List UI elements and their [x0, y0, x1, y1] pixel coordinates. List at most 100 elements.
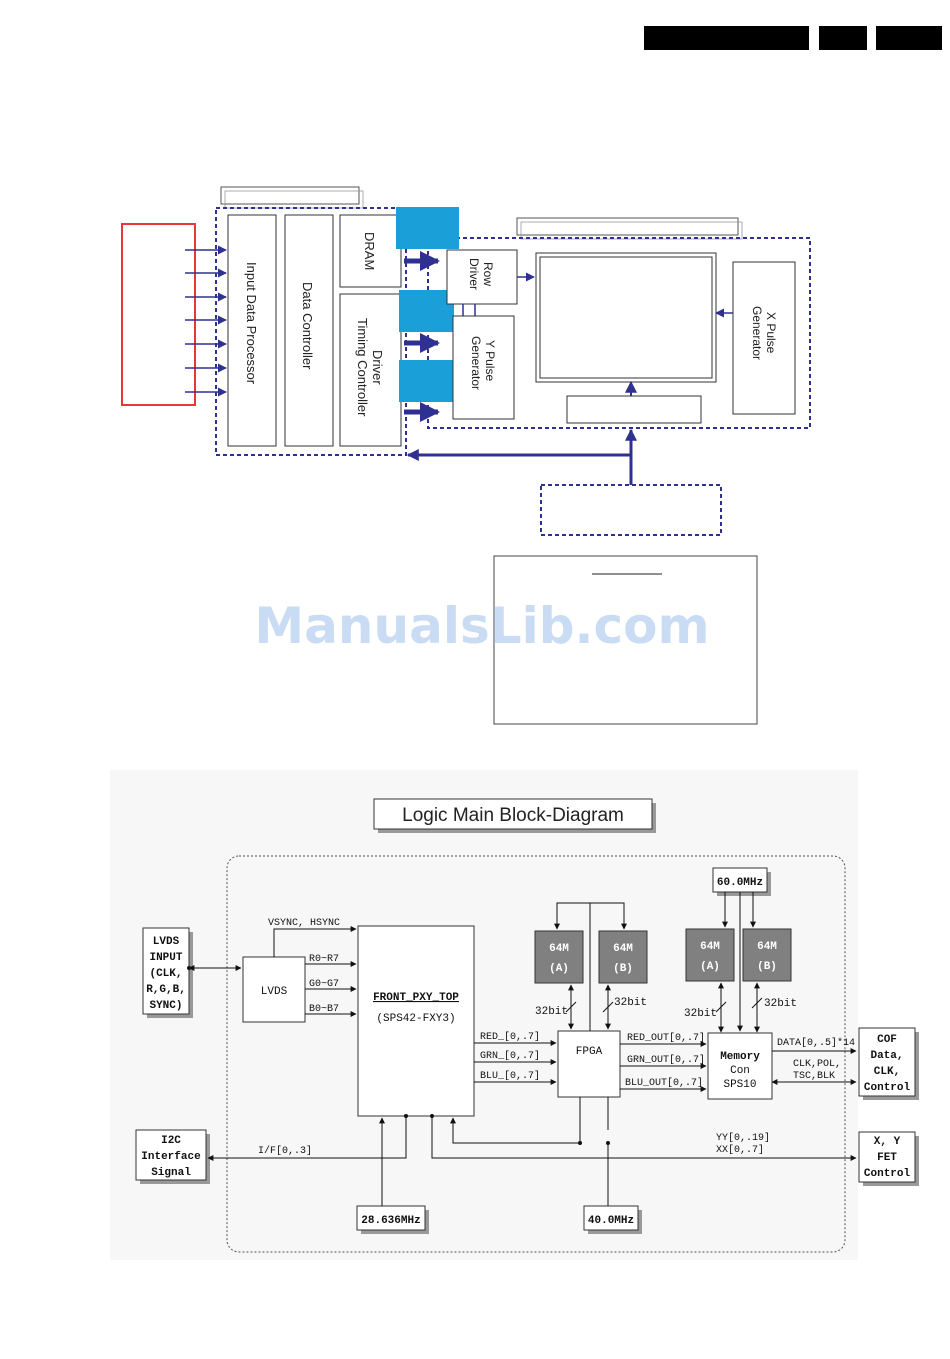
- grn-in-label: GRN_[0,.7]: [480, 1050, 540, 1062]
- logic-group-dashed: [215, 207, 407, 456]
- r-bus-label: R0~R7: [309, 954, 339, 965]
- vsync-line: [273, 926, 357, 957]
- lvds-input-line-3: (CLK,: [149, 968, 182, 980]
- fet-line-3: Control: [864, 1168, 911, 1180]
- lvds-label: LVDS: [261, 986, 288, 998]
- clock-28mhz-label: 28.636MHz: [361, 1215, 420, 1227]
- row-driver-block: [446, 249, 518, 305]
- memory-b-right-line-2: (B): [757, 961, 777, 973]
- memory-a-right-line-2: (A): [700, 961, 720, 973]
- input-data-processor-label: Input Data Processor: [244, 262, 259, 385]
- header-bar-2: [819, 26, 867, 50]
- logic-label-box: [220, 186, 360, 205]
- fet-line-2: FET: [877, 1152, 897, 1164]
- i2c-line-1: I2C: [161, 1135, 181, 1147]
- input-arrows: [185, 245, 227, 397]
- dram-block: [339, 214, 402, 288]
- memory-b-left: [598, 930, 648, 984]
- lvds-input-line-4: R,G,B,: [146, 984, 186, 996]
- grn-out-label: GRN_OUT[0,.7]: [627, 1054, 705, 1066]
- x-pulse-label-1: X Pulse: [764, 312, 778, 354]
- cyan-connector-3: [399, 360, 454, 402]
- lvds-input-line-1: LVDS: [153, 936, 180, 948]
- if-bus-label: I/F[0,.3]: [258, 1145, 312, 1157]
- board-outline: [226, 855, 846, 1253]
- clock-60mhz-label: 60.0MHz: [717, 877, 763, 889]
- x-pulse-label-2: Generator: [750, 306, 764, 360]
- front-pxy-top-sub: (SPS42-FXY3): [376, 1013, 455, 1025]
- driver-timing-controller-block: [339, 293, 402, 447]
- row-driver-label-2: Driver: [467, 258, 481, 290]
- input-data-processor-block: [227, 214, 277, 447]
- logic-diagram-background: [110, 770, 858, 1260]
- cyan-connector-2: [399, 290, 454, 332]
- xx-bus-label: XX[0,.7]: [716, 1144, 764, 1156]
- address-driver-block: [566, 395, 702, 424]
- clock-40mhz-label: 40.0MHz: [588, 1215, 634, 1227]
- lvds-input-line-2: INPUT: [149, 952, 182, 964]
- cof-line-2: Data,: [870, 1050, 903, 1062]
- header-bar-3: [876, 26, 942, 50]
- vsync-label: VSYNC, HSYNC: [268, 918, 340, 929]
- row-driver-label-1: Row: [481, 262, 495, 286]
- memory-a-left-line-2: (A): [549, 963, 569, 975]
- watermark-text: ManualsLib.com: [254, 597, 709, 655]
- memory-a-right-line-1: 64M: [700, 941, 720, 953]
- cof-line-4: Control: [864, 1082, 911, 1094]
- memory-a-right: [685, 928, 735, 982]
- cof-line-3: CLK,: [874, 1066, 900, 1078]
- lvds-input-line-5: SYNC): [149, 1000, 182, 1012]
- if-bus-line: [207, 1116, 407, 1161]
- memory-b-right: [742, 928, 792, 982]
- ctrl-out-line-2: TSC,BLK: [793, 1071, 835, 1082]
- i2c-block: [135, 1129, 207, 1181]
- b-bus-label: B0~B7: [309, 1004, 339, 1015]
- fet-control-block: [858, 1131, 916, 1183]
- i2c-line-3: Signal: [151, 1167, 191, 1179]
- fet-line-1: X, Y: [874, 1136, 901, 1148]
- bit32-left-b: 32bit: [614, 997, 647, 1009]
- legend-box: [493, 555, 758, 725]
- cof-block: [858, 1027, 916, 1097]
- memory-b-left-line-2: (B): [613, 963, 633, 975]
- x-pulse-generator-block: [732, 261, 796, 415]
- memory-con-line-1: Memory: [720, 1051, 760, 1063]
- fpga-block: [557, 1030, 621, 1098]
- memory-con-block: [707, 1032, 773, 1100]
- red-in-label: RED_[0,.7]: [480, 1031, 540, 1043]
- memory-con-line-2: Con: [730, 1065, 750, 1077]
- driver-timing-label-2: Timing Controller: [355, 318, 370, 417]
- y-pulse-generator-block: [452, 315, 515, 420]
- driver-timing-label-1: Driver: [370, 350, 385, 385]
- input-source-box: [121, 223, 196, 406]
- ctrl-out-line-1: CLK,POL,: [793, 1059, 841, 1070]
- cof-line-1: COF: [877, 1034, 897, 1046]
- title-box: [373, 798, 653, 830]
- y-pulse-label-1: Y Pulse: [483, 340, 497, 381]
- panel-group-dashed: [427, 237, 811, 429]
- clock-28mhz-block: [356, 1205, 426, 1231]
- yy-bus-label: YY[0,.19]: [716, 1132, 770, 1144]
- red-out-label: RED_OUT[0,.7]: [627, 1032, 705, 1044]
- data-out-label: DATA[0,.5]*14: [777, 1037, 855, 1049]
- display-panel-inner: [539, 256, 713, 379]
- front-pxy-top-block: [357, 925, 475, 1117]
- blu-out-label: BLU_OUT[0,.7]: [625, 1077, 703, 1089]
- header-bar-1: [644, 26, 809, 50]
- bit32-right-b: 32bit: [764, 998, 797, 1010]
- memory-b-left-line-1: 64M: [613, 943, 633, 955]
- lvds-input-block: [142, 927, 190, 1015]
- panel-label-box: [516, 217, 739, 236]
- data-controller-label: Data Controller: [300, 282, 315, 370]
- bit32-right-a: 32bit: [684, 1008, 717, 1020]
- memory-a-left: [534, 930, 584, 984]
- front-pxy-top-label: FRONT_PXY_TOP: [373, 992, 459, 1004]
- diagram-title: Logic Main Block-Diagram: [402, 805, 624, 826]
- clock-40mhz-block: [583, 1205, 639, 1231]
- logic-diagram: Logic Main Block-Diagram LVDS INPUT (CLK…: [110, 770, 919, 1260]
- power-group-dashed: [540, 484, 722, 536]
- bit32-left-a: 32bit: [535, 1006, 568, 1018]
- xy-bus-line: [431, 1116, 857, 1161]
- display-panel-outer: [535, 252, 717, 383]
